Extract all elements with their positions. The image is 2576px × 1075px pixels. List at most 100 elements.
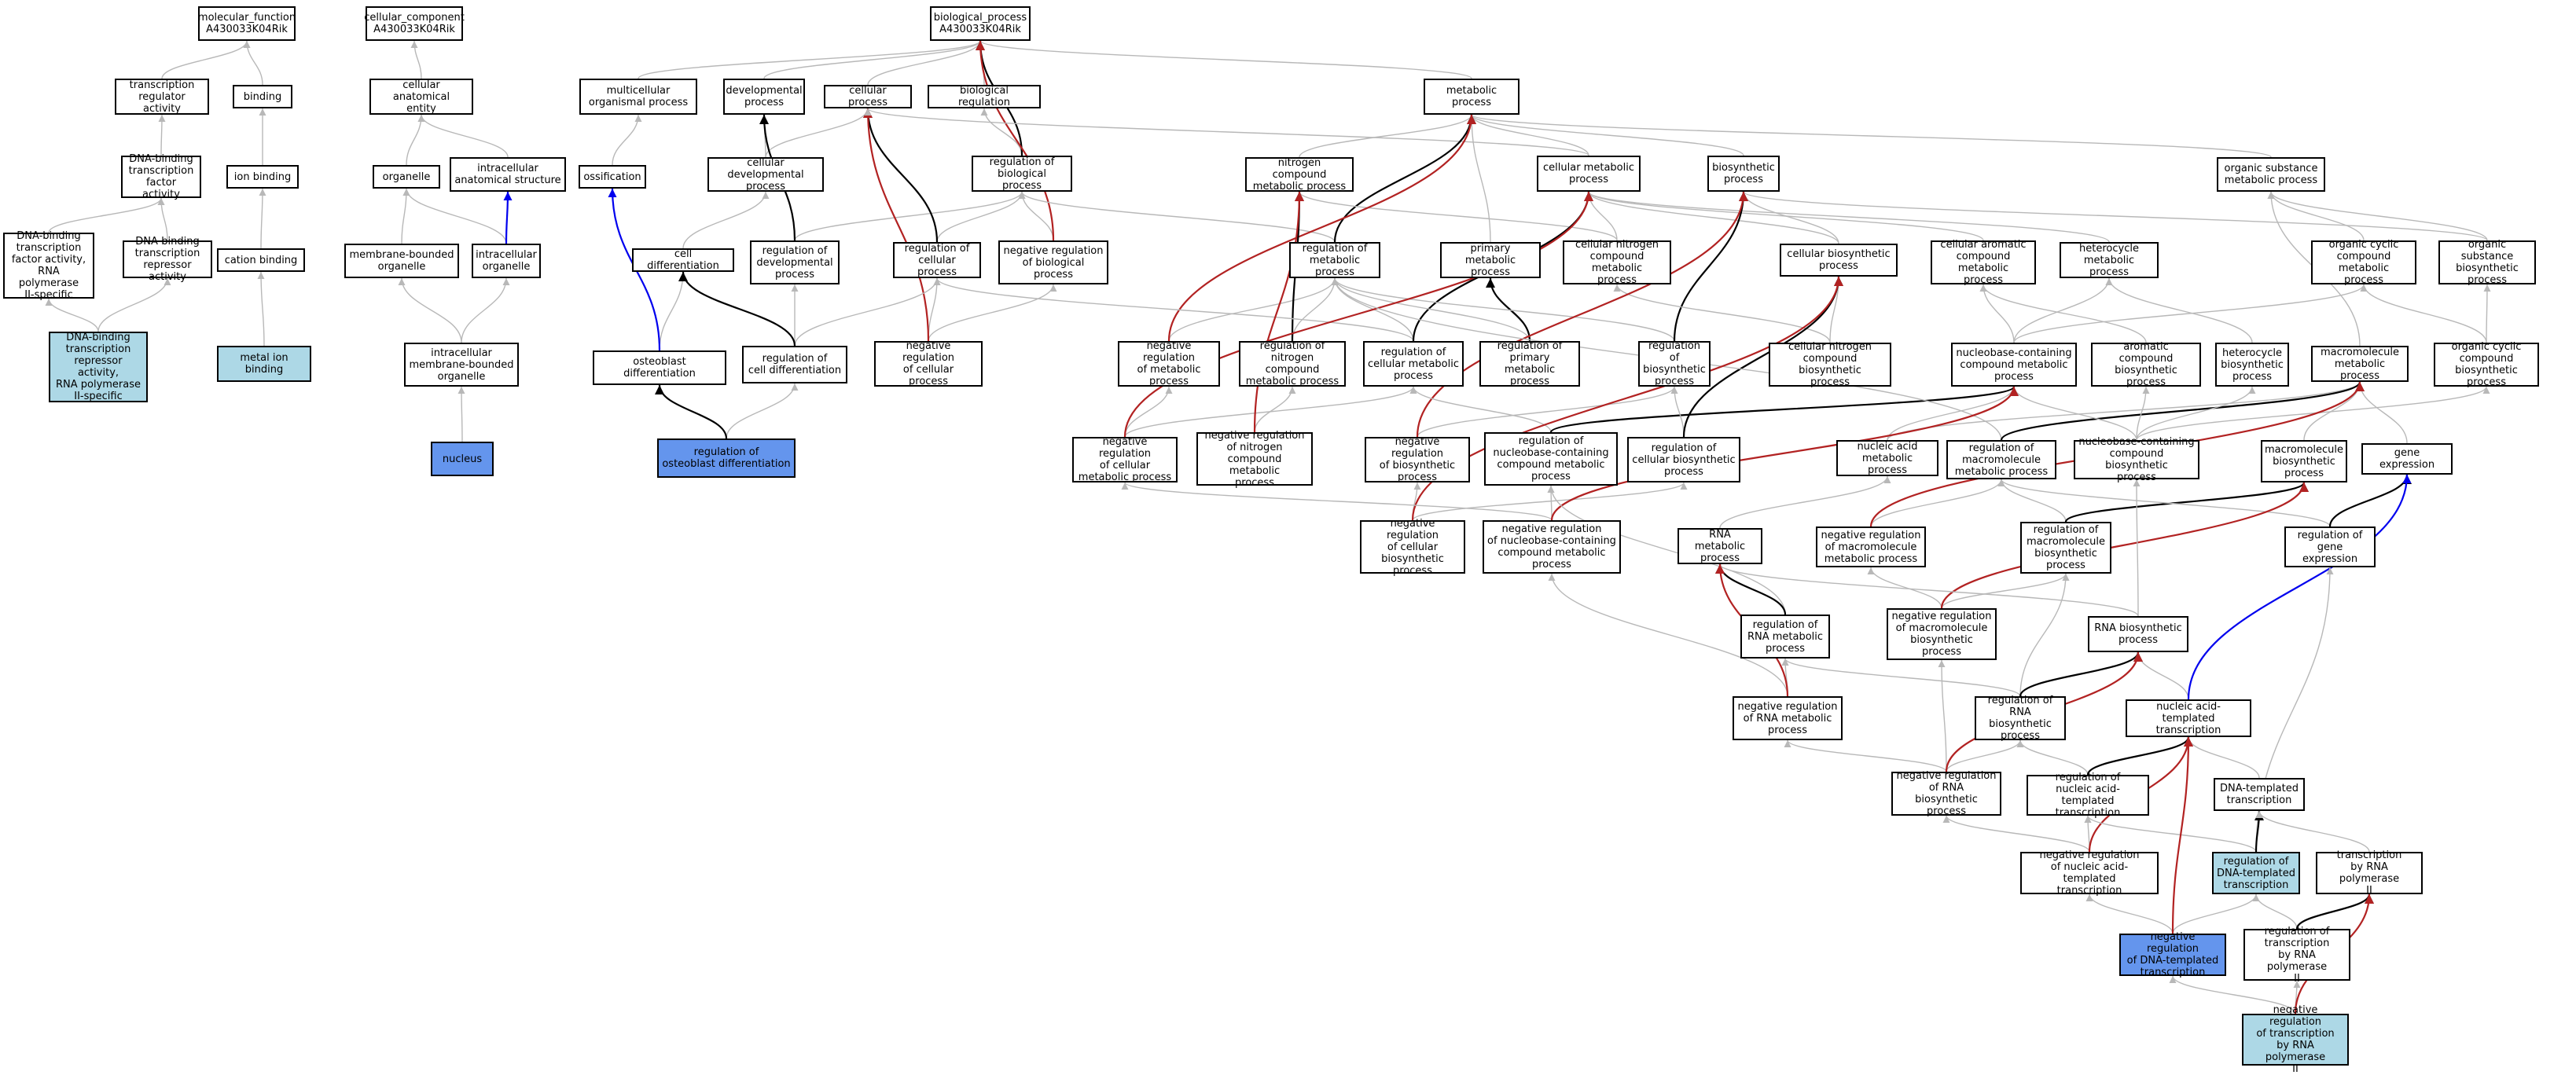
term-regulation-of-developmental-process[interactable]: regulation of developmental process xyxy=(750,240,840,284)
term-heterocycle-biosynthetic-process[interactable]: heterocycle biosynthetic process xyxy=(2215,343,2289,387)
term-dna-binding-repressor-rnap2[interactable]: DNA-binding transcription repressor acti… xyxy=(49,332,148,402)
term-nucleobase-containing-compound-metabolic-process[interactable]: nucleobase-containing compound metabolic… xyxy=(1951,343,2077,387)
edge-regulates-regulation-of-macromolecule-metabolic-process-to-macromolecule-metabolic-process xyxy=(2000,381,2365,441)
edge-is-a-negative-regulation-of-cellular-metabolic-process-to-negative-regulation-of-metabolic-process xyxy=(1124,386,1173,438)
term-ion-binding[interactable]: ion binding xyxy=(226,165,299,189)
term-regulation-of-primary-metabolic-process[interactable]: regulation of primary metabolic process xyxy=(1479,340,1580,387)
term-negative-regulation-of-macromolecule-metabolic-process[interactable]: negative regulation of macromolecule met… xyxy=(1816,526,1926,567)
term-organic-cyclic-compound-biosynthetic-process[interactable]: organic cyclic compound biosynthetic pro… xyxy=(2434,341,2539,388)
term-cell-differentiation[interactable]: cell differentiation xyxy=(632,248,734,272)
term-regulation-of-cellular-metabolic-process[interactable]: regulation of cellular metabolic process xyxy=(1363,341,1464,387)
term-regulation-of-cell-differentiation[interactable]: regulation of cell differentiation xyxy=(742,346,847,383)
term-molecular-function[interactable]: molecular_function A430033K04Rik xyxy=(198,6,296,41)
term-regulation-of-gene-expression[interactable]: regulation of gene expression xyxy=(2284,526,2376,567)
term-rna-metabolic-process[interactable]: RNA metabolic process xyxy=(1678,528,1762,564)
term-regulation-of-cellular-biosynthetic-process[interactable]: regulation of cellular biosynthetic proc… xyxy=(1627,437,1740,482)
term-membrane-bounded-organelle[interactable]: membrane-bounded organelle xyxy=(344,244,459,278)
term-aromatic-compound-biosynthetic-process[interactable]: aromatic compound biosynthetic process xyxy=(2091,341,2201,388)
term-dna-templated-transcription[interactable]: DNA-templated transcription xyxy=(2214,778,2305,811)
term-negative-regulation-of-biosynthetic-process[interactable]: negative regulation of biosynthetic proc… xyxy=(1365,436,1470,483)
term-negative-regulation-of-cellular-biosynthetic-process[interactable]: negative regulation of cellular biosynth… xyxy=(1360,518,1465,577)
term-cellular-nitrogen-compound-biosynthetic-process[interactable]: cellular nitrogen compound biosynthetic … xyxy=(1769,341,1891,388)
term-organic-substance-metabolic-process[interactable]: organic substance metabolic process xyxy=(2217,157,2325,192)
term-osteoblast-differentiation[interactable]: osteoblast differentiation xyxy=(593,350,726,385)
term-regulation-of-transcription-by-rnap2[interactable]: regulation of transcription by RNA polym… xyxy=(2243,926,2350,985)
term-organic-substance-biosynthetic-process[interactable]: organic substance biosynthetic process xyxy=(2438,239,2536,286)
term-macromolecule-metabolic-process[interactable]: macromolecule metabolic process xyxy=(2311,346,2409,382)
term-regulation-of-osteoblast-differentiation[interactable]: regulation of osteoblast differentiation xyxy=(657,438,796,478)
term-negative-regulation-of-nucleobase-containing-compound-metabolic-process[interactable]: negative regulation of nucleobase-contai… xyxy=(1483,520,1621,574)
term-cellular-anatomical-entity[interactable]: cellular anatomical entity xyxy=(369,79,473,115)
term-gene-expression[interactable]: gene expression xyxy=(2361,443,2453,475)
term-intracellular-membrane-bounded-organelle[interactable]: intracellular membrane-bounded organelle xyxy=(404,343,519,387)
term-negative-regulation-of-nucleic-acid-templated-transcription[interactable]: negative regulation of nucleic acid-temp… xyxy=(2020,849,2159,897)
term-nucleus[interactable]: nucleus xyxy=(431,442,494,476)
term-heterocycle-metabolic-process[interactable]: heterocycle metabolic process xyxy=(2060,242,2159,278)
term-negative-regulation-of-metabolic-process[interactable]: negative regulation of metabolic process xyxy=(1118,340,1220,387)
term-multicellular-organismal-process[interactable]: multicellular organismal process xyxy=(579,79,697,115)
term-dna-binding-repressor-activity[interactable]: DNA-binding transcription repressor acti… xyxy=(123,236,212,283)
term-negative-regulation-of-transcription-by-rnap2[interactable]: negative regulation of transcription by … xyxy=(2242,1004,2349,1075)
term-regulation-of-nucleic-acid-templated-transcription[interactable]: regulation of nucleic acid-templated tra… xyxy=(2027,772,2149,819)
edge-is-a-dna-binding-tf-rnap2-to-dna-binding-tf-activity xyxy=(48,197,165,233)
term-cellular-process[interactable]: cellular process xyxy=(824,85,912,108)
term-primary-metabolic-process[interactable]: primary metabolic process xyxy=(1440,242,1541,278)
term-regulation-of-macromolecule-metabolic-process[interactable]: regulation of macromolecule metabolic pr… xyxy=(1946,440,2056,479)
term-regulation-of-nucleobase-containing-compound-metabolic-process[interactable]: regulation of nucleobase-containing comp… xyxy=(1484,432,1618,486)
term-cellular-aromatic-compound-metabolic-process[interactable]: cellular aromatic compound metabolic pro… xyxy=(1931,239,2036,286)
term-binding[interactable]: binding xyxy=(233,85,292,108)
term-metal-ion-binding[interactable]: metal ion binding xyxy=(217,346,311,382)
term-negative-regulation-of-rna-metabolic-process[interactable]: negative regulation of RNA metabolic pro… xyxy=(1733,696,1843,740)
edge-is-a-regulation-of-cellular-biosynthetic-process-to-regulation-of-biosynthetic-process xyxy=(1670,386,1685,438)
edge-is-a-dna-binding-repressor-rnap2-to-dna-binding-tf-rnap2 xyxy=(45,298,99,332)
term-cation-binding[interactable]: cation binding xyxy=(217,248,305,272)
term-negative-regulation-of-rna-biosynthetic-process[interactable]: negative regulation of RNA biosynthetic … xyxy=(1891,770,2001,817)
term-regulation-of-biosynthetic-process[interactable]: regulation of biosynthetic process xyxy=(1638,340,1711,387)
term-transcription-by-rnap2[interactable]: transcription by RNA polymerase II xyxy=(2316,849,2423,897)
term-intracellular-anatomical-structure[interactable]: intracellular anatomical structure xyxy=(450,157,566,192)
term-regulation-of-rna-metabolic-process[interactable]: regulation of RNA metabolic process xyxy=(1740,615,1830,659)
term-dna-binding-tf-activity[interactable]: DNA-binding transcription factor activit… xyxy=(121,153,201,200)
term-ossification[interactable]: ossification xyxy=(579,165,646,189)
term-regulation-of-metabolic-process[interactable]: regulation of metabolic process xyxy=(1289,242,1380,278)
term-organelle[interactable]: organelle xyxy=(373,165,440,189)
term-cellular-developmental-process[interactable]: cellular developmental process xyxy=(707,157,824,193)
term-regulation-of-dna-templated-transcription[interactable]: regulation of DNA-templated transcriptio… xyxy=(2212,852,2300,894)
term-regulation-of-biological-process[interactable]: regulation of biological process xyxy=(972,156,1072,192)
term-regulation-of-nitrogen-compound-metabolic-process[interactable]: regulation of nitrogen compound metaboli… xyxy=(1239,340,1346,387)
edge-is-a-nitrogen-compound-metabolic-process-to-metabolic-process xyxy=(1299,114,1475,158)
term-cellular-metabolic-process[interactable]: cellular metabolic process xyxy=(1537,156,1641,192)
term-metabolic-process[interactable]: metabolic process xyxy=(1424,79,1520,115)
term-biosynthetic-process[interactable]: biosynthetic process xyxy=(1707,156,1780,192)
term-negative-regulation-of-nitrogen-compound-metabolic-process[interactable]: negative regulation of nitrogen compound… xyxy=(1196,430,1313,489)
term-cellular-component[interactable]: cellular_component A430033K04Rik xyxy=(364,6,465,41)
term-negative-regulation-of-macromolecule-biosynthetic-process[interactable]: negative regulation of macromolecule bio… xyxy=(1887,608,1997,660)
term-organic-cyclic-compound-metabolic-process[interactable]: organic cyclic compound metabolic proces… xyxy=(2311,239,2416,286)
term-rna-biosynthetic-process[interactable]: RNA biosynthetic process xyxy=(2088,616,2188,652)
term-negative-regulation-of-biological-process[interactable]: negative regulation of biological proces… xyxy=(998,240,1108,284)
term-nucleic-acid-metabolic-process[interactable]: nucleic acid metabolic process xyxy=(1836,440,1938,476)
term-regulation-of-cellular-process[interactable]: regulation of cellular process xyxy=(893,242,981,278)
edge-is-a-nucleobase-containing-compound-biosynthetic-process-to-organic-cyclic-compound-biosynthetic-process xyxy=(2136,386,2490,441)
term-negative-regulation-of-cellular-process[interactable]: negative regulation of cellular process xyxy=(874,340,983,387)
term-developmental-process[interactable]: developmental process xyxy=(723,79,805,115)
term-nitrogen-compound-metabolic-process[interactable]: nitrogen compound metabolic process xyxy=(1245,157,1354,193)
term-biological-process[interactable]: biological_process A430033K04Rik xyxy=(930,6,1031,41)
term-cellular-nitrogen-compound-metabolic-process[interactable]: cellular nitrogen compound metabolic pro… xyxy=(1563,239,1671,286)
term-regulation-of-rna-biosynthetic-process[interactable]: regulation of RNA biosynthetic process xyxy=(1975,695,2066,742)
term-dna-binding-tf-rnap2[interactable]: DNA-binding transcription factor activit… xyxy=(3,230,94,301)
term-regulation-of-macromolecule-biosynthetic-process[interactable]: regulation of macromolecule biosynthetic… xyxy=(2020,522,2111,574)
term-nucleic-acid-templated-transcription[interactable]: nucleic acid-templated transcription xyxy=(2126,699,2251,737)
term-biological-regulation[interactable]: biological regulation xyxy=(928,85,1041,108)
edge-is-a-negative-regulation-of-rna-biosynthetic-process-to-negative-regulation-of-macromolecule-biosynthetic-process xyxy=(1938,659,1947,772)
edge-is-a-nucleobase-containing-compound-metabolic-process-to-cellular-aromatic-compound-metabolic-process xyxy=(1979,284,2015,343)
term-macromolecule-biosynthetic-process[interactable]: macromolecule biosynthetic process xyxy=(2261,440,2347,482)
term-negative-regulation-of-cellular-metabolic-process[interactable]: negative regulation of cellular metaboli… xyxy=(1072,436,1178,483)
term-transcription-regulator-activity[interactable]: transcription regulator activity xyxy=(115,79,209,115)
term-negative-regulation-of-dna-templated-transcription[interactable]: negative regulation of DNA-templated tra… xyxy=(2119,931,2226,978)
edge-is-a-biosynthetic-process-to-metabolic-process xyxy=(1468,114,1744,156)
term-intracellular-organelle[interactable]: intracellular organelle xyxy=(472,244,541,278)
term-nucleobase-containing-compound-biosynthetic-process[interactable]: nucleobase-containing compound biosynthe… xyxy=(2074,436,2199,483)
term-cellular-biosynthetic-process[interactable]: cellular biosynthetic process xyxy=(1780,244,1898,277)
